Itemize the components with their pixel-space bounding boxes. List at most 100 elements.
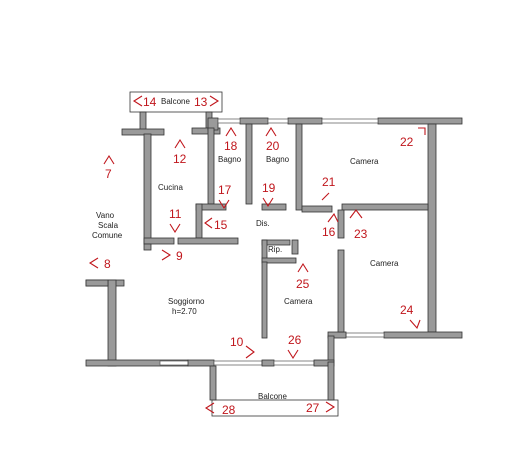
window-soggiorno-bottom-2	[213, 360, 263, 366]
viewpoint-arrow-16	[327, 212, 339, 223]
wall-top-camera-right	[377, 117, 463, 125]
bottom-balcony-left-post	[209, 365, 217, 401]
top-balcony-railing	[129, 91, 223, 113]
viewpoint-arrow-14	[132, 95, 143, 107]
wall-top-bagno-mid	[239, 117, 269, 125]
wall-bottom-right	[383, 331, 463, 339]
label-vano-1: Vano	[96, 211, 115, 220]
wall-bottom-mid-2	[261, 359, 275, 367]
label-vano-3: Comune	[92, 231, 123, 240]
wall-camera3-right	[327, 335, 335, 363]
wall-right	[427, 123, 437, 333]
viewpoint-arrow-8	[88, 257, 99, 269]
wall-corridor-top-4	[341, 203, 429, 211]
wall-bottom-mid-1	[187, 359, 215, 367]
room-labels: Balcone Cucina Bagno Bagno Camera Vano S…	[92, 97, 399, 401]
wall-dis-bottom-1	[177, 237, 239, 245]
wall-corridor-top-3	[301, 205, 333, 213]
wall-dis-left	[195, 203, 203, 239]
walls	[85, 91, 463, 417]
viewpoint-13: 13	[194, 95, 208, 109]
wall-cucina-right	[207, 127, 215, 205]
viewpoint-22: 22	[400, 135, 414, 149]
label-rip: Rip.	[268, 245, 282, 254]
window-bagno1-top	[217, 118, 241, 124]
label-camera-3: Camera	[284, 297, 313, 306]
viewpoint-arrow-20	[265, 126, 277, 137]
wall-cucina-left	[143, 133, 152, 245]
viewpoint-arrow-19	[262, 197, 274, 208]
window-camera3-bottom	[273, 360, 315, 366]
wall-vano-bottom	[85, 279, 109, 287]
viewpoint-arrow-24	[409, 319, 421, 330]
viewpoint-arrow-17	[218, 199, 230, 210]
label-bagno-1: Bagno	[218, 155, 242, 164]
label-cucina: Cucina	[158, 183, 183, 192]
wall-camera3-left	[261, 261, 268, 339]
label-balcone-bottom: Balcone	[258, 392, 287, 401]
label-camera-1: Camera	[350, 157, 379, 166]
wall-top-bagno-right	[287, 117, 323, 125]
label-dis: Dis.	[256, 219, 270, 228]
viewpoint-24: 24	[400, 303, 414, 317]
wall-top-cucina-left	[121, 128, 165, 136]
window-camera-bottom	[345, 332, 385, 338]
wall-left-vertical	[107, 279, 117, 367]
window-soggiorno-bottom	[159, 360, 191, 366]
wall-rip-bottom	[261, 257, 297, 264]
top-balcony-left-post	[139, 111, 147, 131]
viewpoint-arrow-25	[297, 262, 309, 273]
viewpoint-arrow-28	[204, 402, 215, 414]
viewpoint-arrow-27	[325, 401, 336, 413]
viewpoint-21: 21	[322, 175, 336, 189]
viewpoint-11: 11	[169, 207, 182, 221]
viewpoint-27: 27	[306, 401, 320, 415]
wall-top-cucina-right	[191, 127, 221, 135]
viewpoint-arrow-12	[174, 138, 186, 149]
wall-cucina-bottom	[143, 237, 175, 245]
viewpoint-18: 18	[224, 139, 238, 153]
wall-bottom-right-corner	[327, 331, 347, 339]
viewpoint-9: 9	[176, 249, 183, 263]
viewpoint-7: 7	[105, 167, 112, 181]
wall-left-upper	[143, 243, 152, 251]
viewpoint-14: 14	[143, 95, 157, 109]
viewpoint-arrow-11	[169, 223, 181, 234]
viewpoint-15: 15	[214, 218, 228, 232]
viewpoint-20: 20	[266, 139, 280, 153]
viewpoint-10: 10	[230, 335, 244, 349]
bottom-balcony-right-post	[327, 361, 335, 401]
label-bagno-2: Bagno	[266, 155, 290, 164]
viewpoint-arrow-18	[225, 126, 237, 137]
label-soggiorno: Soggiorno	[168, 297, 205, 306]
wall-bagno-divider	[245, 123, 253, 205]
viewpoint-arrow-22	[418, 127, 426, 135]
label-soggiorno-height: h=2.70	[172, 307, 197, 316]
viewpoint-arrow-21	[321, 192, 330, 201]
window-camera-top	[321, 118, 379, 124]
wall-bagno2-right	[295, 123, 303, 211]
viewpoint-19: 19	[262, 181, 276, 195]
viewpoint-28: 28	[222, 403, 236, 417]
label-balcone-top: Balcone	[161, 97, 190, 106]
viewpoint-arrow-15	[204, 217, 213, 229]
wall-corridor-top-2	[261, 203, 287, 211]
viewpoint-17: 17	[218, 183, 232, 197]
viewpoint-arrow-26	[287, 349, 299, 360]
viewpoint-arrow-9	[161, 249, 172, 261]
wall-camera2-left	[337, 209, 345, 239]
viewpoint-arrow-13	[209, 95, 220, 107]
viewpoint-markers: 14 13 18 20 22 12 7 17 19 21 11 15 16	[88, 95, 426, 417]
viewpoint-16: 16	[322, 225, 336, 239]
label-camera-2: Camera	[370, 259, 399, 268]
viewpoint-arrow-23	[349, 209, 363, 219]
viewpoint-25: 25	[296, 277, 310, 291]
wall-rip-right	[291, 239, 299, 255]
viewpoint-23: 23	[354, 227, 368, 241]
wall-camera2-left-lower	[337, 249, 345, 333]
viewpoint-12: 12	[173, 152, 187, 166]
label-vano-2: Scala	[98, 221, 119, 230]
viewpoint-arrow-10	[245, 345, 255, 359]
window-bagno-top	[267, 118, 289, 124]
